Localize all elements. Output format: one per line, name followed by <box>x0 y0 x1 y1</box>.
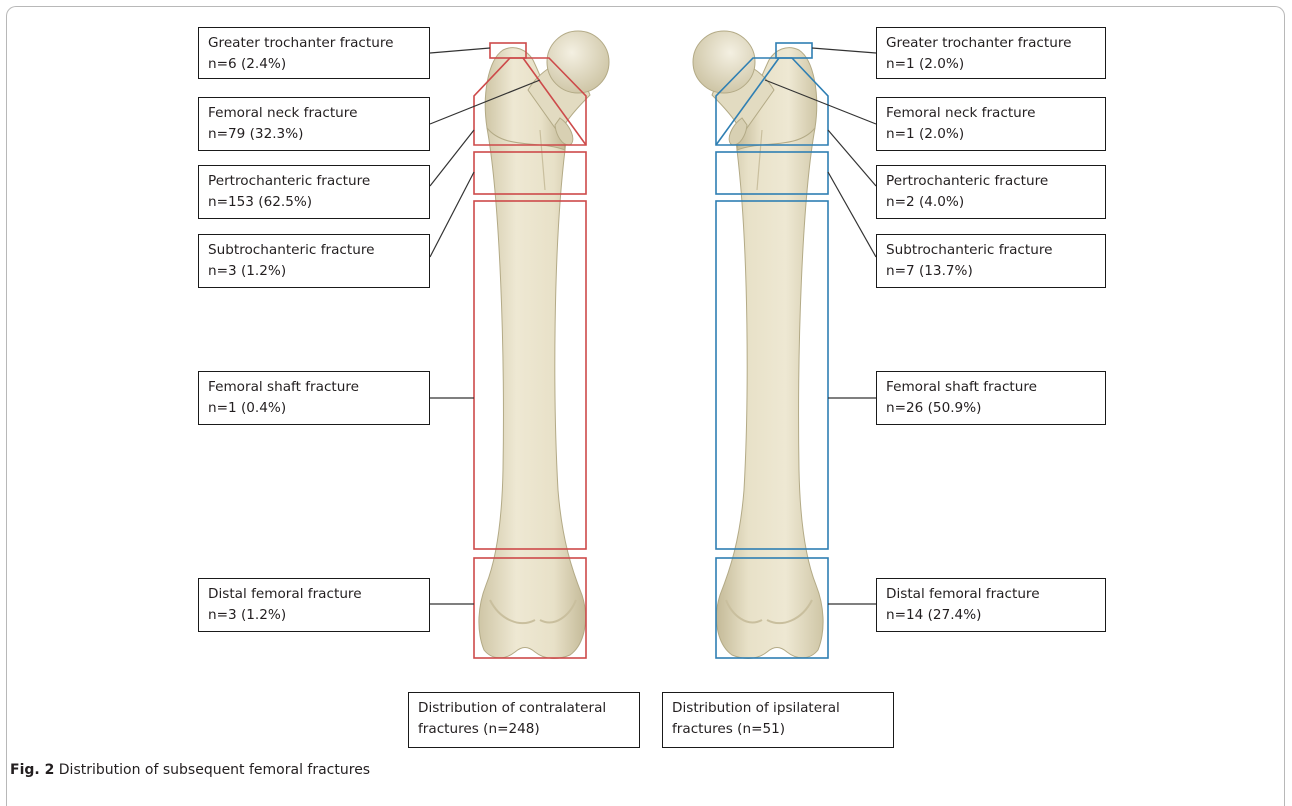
leader-left-pertrochanteric <box>430 130 474 186</box>
label-stat: n=14 (27.4%) <box>886 605 1096 626</box>
right-label-femoral-shaft: Femoral shaft fracture n=26 (50.9%) <box>876 371 1106 425</box>
femur-left <box>479 31 609 658</box>
label-stat: n=79 (32.3%) <box>208 124 420 145</box>
leader-right-pertrochanteric <box>828 130 876 186</box>
label-name: Pertrochanteric fracture <box>886 171 1096 192</box>
label-name: Femoral neck fracture <box>208 103 420 124</box>
right-label-distal-femoral: Distal femoral fracture n=14 (27.4%) <box>876 578 1106 632</box>
label-name: Greater trochanter fracture <box>886 33 1096 54</box>
left-label-femoral-shaft: Femoral shaft fracture n=1 (0.4%) <box>198 371 430 425</box>
right-label-femoral-neck: Femoral neck fracture n=1 (2.0%) <box>876 97 1106 151</box>
summary-line2: fractures (n=51) <box>672 719 884 740</box>
label-name: Subtrochanteric fracture <box>208 240 420 261</box>
summary-line1: Distribution of ipsilateral <box>672 698 884 719</box>
right-label-pertrochanteric: Pertrochanteric fracture n=2 (4.0%) <box>876 165 1106 219</box>
ipsilateral-summary-box: Distribution of ipsilateral fractures (n… <box>662 692 894 748</box>
label-stat: n=2 (4.0%) <box>886 192 1096 213</box>
left-label-subtrochanteric: Subtrochanteric fracture n=3 (1.2%) <box>198 234 430 288</box>
left-label-distal-femoral: Distal femoral fracture n=3 (1.2%) <box>198 578 430 632</box>
leader-left-greater-trochanter <box>430 48 490 53</box>
label-stat: n=6 (2.4%) <box>208 54 420 75</box>
label-name: Greater trochanter fracture <box>208 33 420 54</box>
summary-line1: Distribution of contralateral <box>418 698 630 719</box>
figure-caption: Fig. 2 Distribution of subsequent femora… <box>10 762 370 778</box>
label-name: Distal femoral fracture <box>208 584 420 605</box>
label-stat: n=153 (62.5%) <box>208 192 420 213</box>
label-stat: n=1 (2.0%) <box>886 54 1096 75</box>
label-stat: n=1 (2.0%) <box>886 124 1096 145</box>
label-name: Subtrochanteric fracture <box>886 240 1096 261</box>
leader-right-greater-trochanter <box>812 48 876 53</box>
label-stat: n=7 (13.7%) <box>886 261 1096 282</box>
right-label-greater-trochanter: Greater trochanter fracture n=1 (2.0%) <box>876 27 1106 79</box>
summary-line2: fractures (n=248) <box>418 719 630 740</box>
label-name: Femoral shaft fracture <box>208 377 420 398</box>
left-label-greater-trochanter: Greater trochanter fracture n=6 (2.4%) <box>198 27 430 79</box>
label-stat: n=26 (50.9%) <box>886 398 1096 419</box>
label-stat: n=3 (1.2%) <box>208 261 420 282</box>
label-name: Pertrochanteric fracture <box>208 171 420 192</box>
right-label-subtrochanteric: Subtrochanteric fracture n=7 (13.7%) <box>876 234 1106 288</box>
left-label-femoral-neck: Femoral neck fracture n=79 (32.3%) <box>198 97 430 151</box>
contralateral-summary-box: Distribution of contralateral fractures … <box>408 692 640 748</box>
figure-number: Fig. 2 <box>10 762 54 778</box>
leader-left-subtrochanteric <box>430 172 474 257</box>
caption-text: Distribution of subsequent femoral fract… <box>59 762 370 778</box>
left-label-pertrochanteric: Pertrochanteric fracture n=153 (62.5%) <box>198 165 430 219</box>
label-stat: n=1 (0.4%) <box>208 398 420 419</box>
label-stat: n=3 (1.2%) <box>208 605 420 626</box>
femur-right <box>693 31 823 658</box>
label-name: Distal femoral fracture <box>886 584 1096 605</box>
label-name: Femoral shaft fracture <box>886 377 1096 398</box>
label-name: Femoral neck fracture <box>886 103 1096 124</box>
leader-right-subtrochanteric <box>828 172 876 257</box>
